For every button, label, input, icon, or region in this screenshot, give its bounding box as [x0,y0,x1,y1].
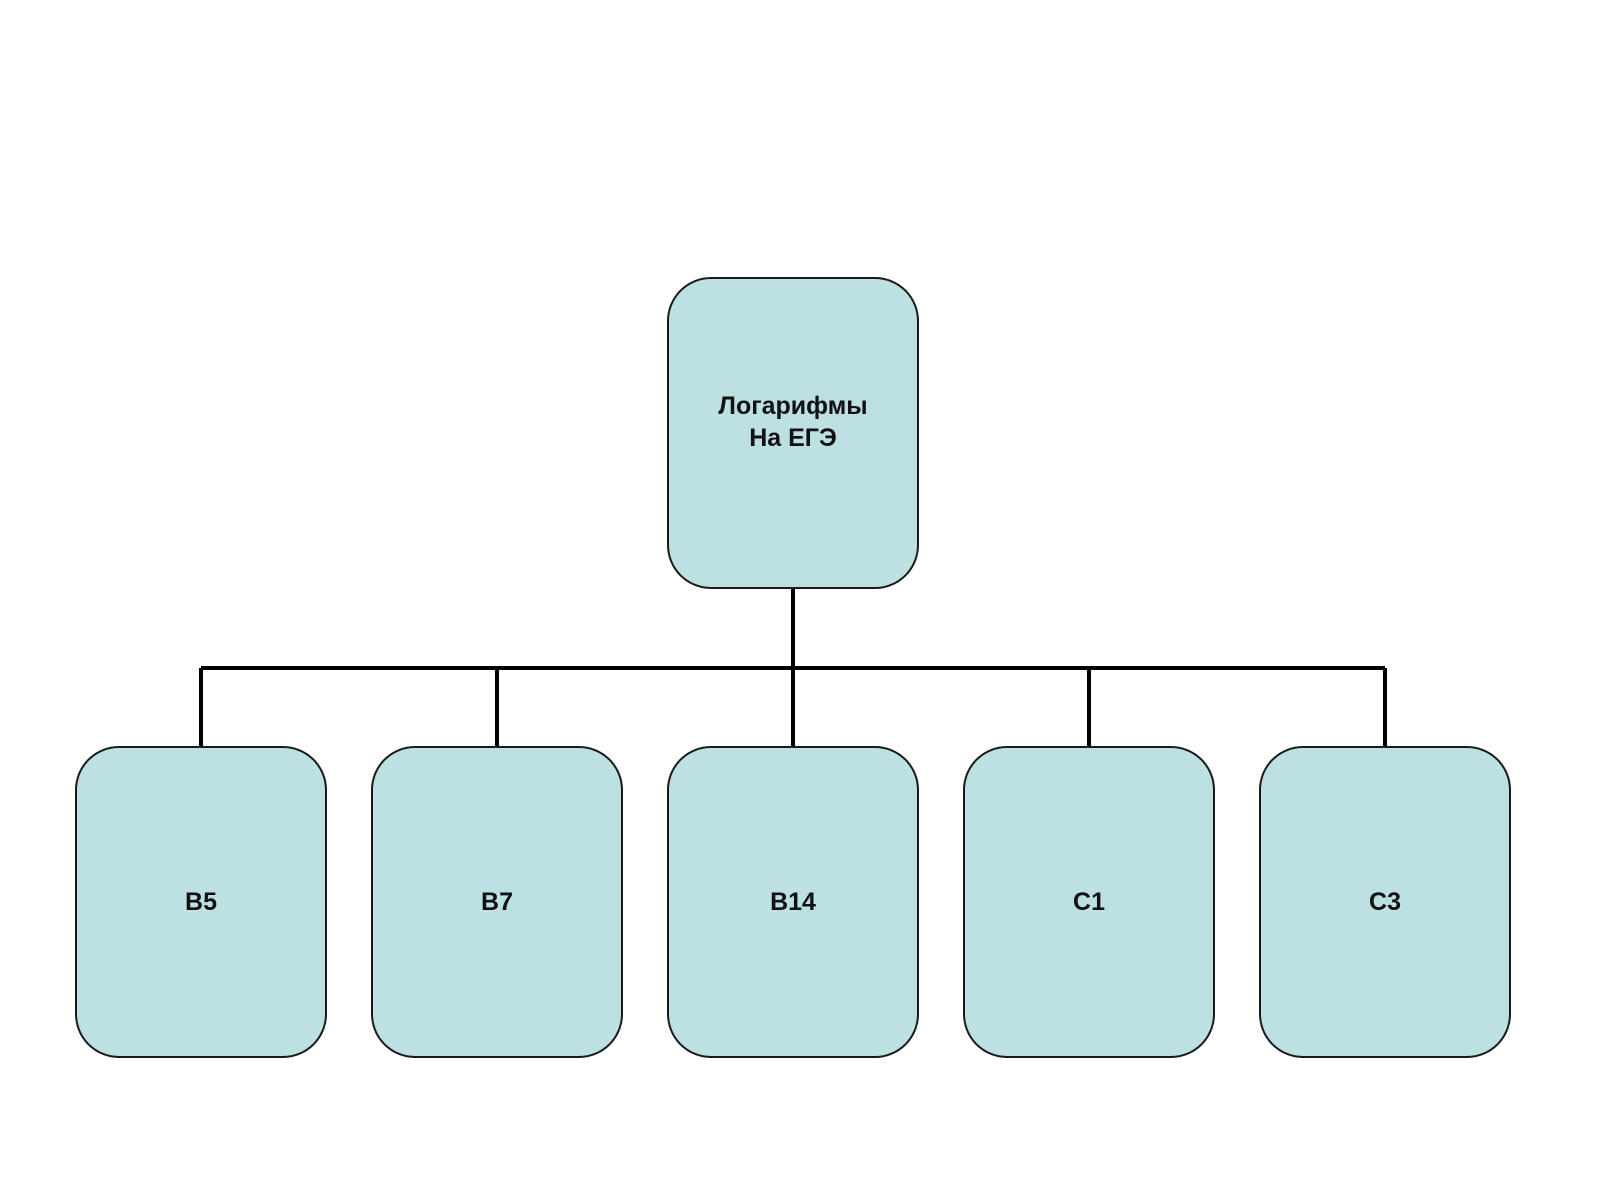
root-label-line-1: Логарифмы [718,392,868,420]
child-node-label: C3 [1369,888,1401,916]
child-node-c1: C1 [963,746,1215,1058]
child-node-label: C1 [1073,888,1105,916]
child-node-b5: B5 [75,746,327,1058]
connectors [199,589,1387,746]
child-node-b14: B14 [667,746,919,1058]
root-label-line-2: На ЕГЭ [749,424,837,452]
child-node-b7: B7 [371,746,623,1058]
child-node-label: B5 [185,888,217,916]
root-node: Логарифмы На ЕГЭ [667,277,919,589]
child-node-label: B14 [770,888,816,916]
child-node-c3: C3 [1259,746,1511,1058]
root-node-label: Логарифмы На ЕГЭ [718,390,867,454]
child-node-label: B7 [481,888,513,916]
